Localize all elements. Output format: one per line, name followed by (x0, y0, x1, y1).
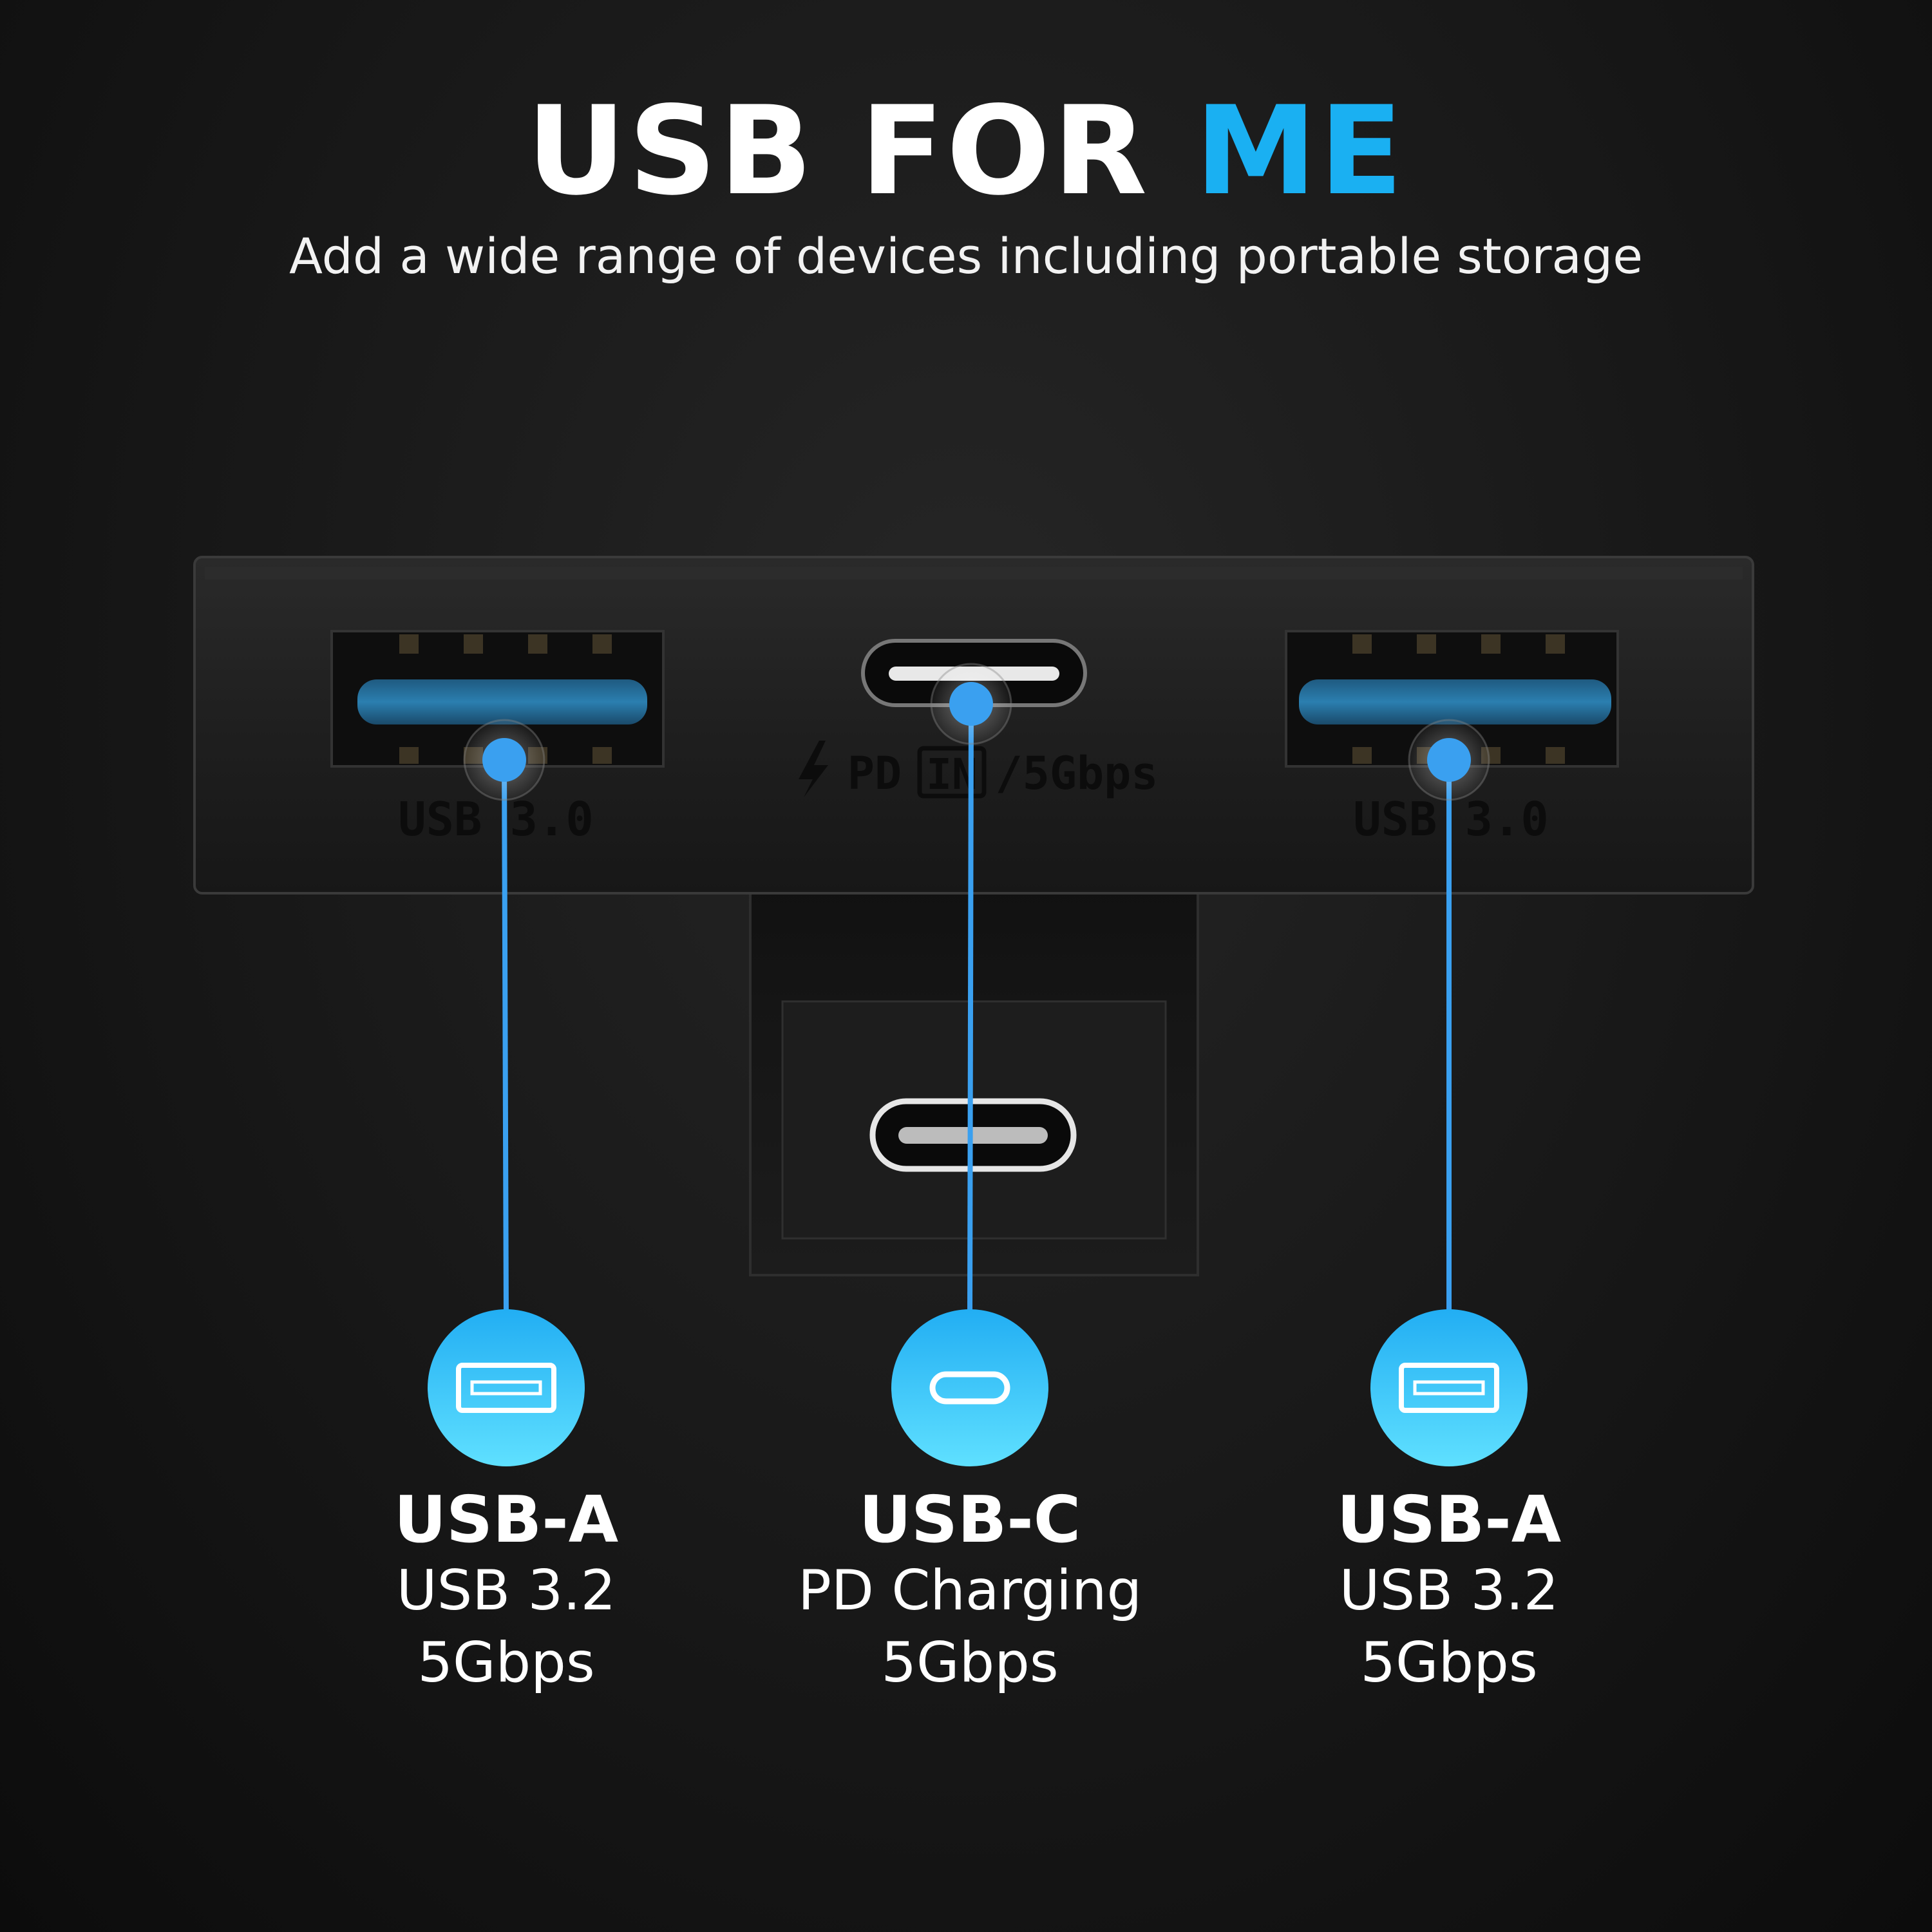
subtitle: Add a wide range of devices including po… (289, 227, 1643, 285)
headline: USB FOR ME (0, 90, 1932, 213)
port-speed: 5Gbps (881, 1630, 1059, 1695)
port-label-usb-c: USB-C PD Charging 5Gbps (744, 1484, 1195, 1700)
port-label-usb-a-right: USB-A USB 3.2 5Gbps (1224, 1484, 1674, 1700)
port-name: USB-C (858, 1482, 1081, 1557)
port-spec: USB 3.2 (396, 1558, 616, 1623)
usb-a-icon (428, 1309, 585, 1466)
marking-left-usb: USB 3.0 (398, 792, 593, 846)
port-speed: 5Gbps (417, 1630, 595, 1695)
port-name: USB-A (1336, 1482, 1562, 1557)
callout-lines (502, 703, 1452, 1318)
usb-c-icon (891, 1309, 1048, 1466)
callout-dot-left (463, 719, 545, 801)
port-label-usb-a-left: USB-A USB 3.2 5Gbps (281, 1484, 732, 1700)
port-speed: 5Gbps (1360, 1630, 1538, 1695)
headline-main: USB FOR (526, 80, 1195, 222)
callout-dot-center (930, 663, 1012, 745)
usb-c-port-bottom (869, 1098, 1077, 1172)
port-spec: USB 3.2 (1339, 1558, 1559, 1623)
lightning-icon (799, 741, 828, 797)
hub-clip (749, 887, 1199, 1276)
port-name: USB-A (393, 1482, 619, 1557)
marking-pd: PD (848, 747, 902, 800)
port-spec: PD Charging (797, 1558, 1142, 1623)
headline-accent: ME (1195, 80, 1406, 222)
marking-speed: /5Gbps (996, 747, 1159, 800)
callout-dot-right (1408, 719, 1490, 801)
usb-a-icon (1370, 1309, 1528, 1466)
